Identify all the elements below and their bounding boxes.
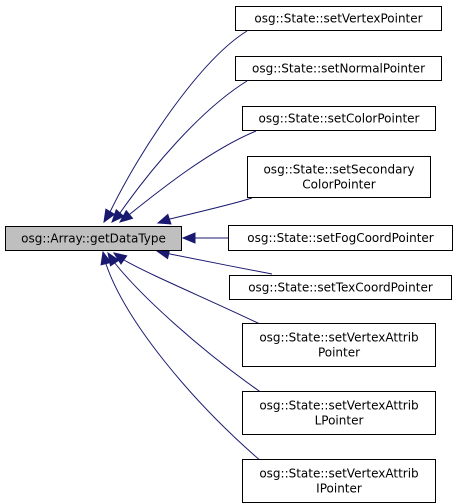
arrowhead — [156, 213, 172, 225]
edges-layer — [100, 30, 273, 463]
node-label: osg::State::setTexCoordPointer — [248, 281, 433, 295]
node-box — [235, 6, 442, 31]
edge-setSecondaryColorPointer-to-getDataType — [156, 197, 253, 225]
node-label: osg::State::setVertexAttrib — [259, 467, 418, 481]
node-setNormalPointer[interactable]: osg::State::setNormalPointer — [235, 56, 442, 81]
node-box — [242, 459, 436, 503]
node-setVertexPointer[interactable]: osg::State::setVertexPointer — [235, 6, 442, 31]
node-box — [235, 56, 442, 81]
edge-setVertexAttribIPointer-to-getDataType — [100, 250, 263, 463]
arrowhead — [100, 250, 112, 266]
nodes-layer: osg::Array::getDataTypeosg::State::setVe… — [5, 6, 453, 503]
node-label: osg::State::setNormalPointer — [252, 62, 425, 76]
node-box — [242, 323, 436, 367]
node-box — [229, 275, 452, 300]
edge-setVertexAttribPointer-to-getDataType — [112, 252, 263, 326]
node-label: Pointer — [318, 346, 360, 360]
node-label: osg::State::setSecondary — [263, 163, 414, 177]
node-box — [228, 225, 453, 251]
node-label: osg::State::setVertexPointer — [254, 12, 422, 26]
arrowhead — [112, 252, 128, 265]
edge-setVertexPointer-to-getDataType — [103, 30, 248, 224]
edge-setTexCoordPointer-to-getDataType — [155, 248, 273, 275]
node-setFogCoordPointer[interactable]: osg::State::setFogCoordPointer — [228, 225, 453, 251]
node-setColorPointer[interactable]: osg::State::setColorPointer — [242, 106, 436, 131]
node-label: LPointer — [315, 414, 364, 428]
node-label: osg::State::setVertexAttrib — [259, 331, 418, 345]
node-box — [247, 156, 431, 198]
node-label: osg::State::setColorPointer — [259, 112, 420, 126]
node-label: ColorPointer — [302, 178, 376, 192]
node-label: osg::State::setVertexAttrib — [259, 399, 418, 413]
node-setTexCoordPointer[interactable]: osg::State::setTexCoordPointer — [229, 275, 452, 300]
arrowhead — [111, 208, 125, 223]
edge-setNormalPointer-to-getDataType — [111, 80, 248, 223]
node-label: osg::State::setFogCoordPointer — [247, 231, 434, 245]
arrowhead — [118, 209, 134, 223]
arrowhead — [103, 208, 116, 224]
node-box — [242, 391, 436, 435]
node-label: osg::Array::getDataType — [21, 232, 166, 246]
edge-setColorPointer-to-getDataType — [118, 130, 257, 223]
node-box — [242, 106, 436, 131]
node-label: IPointer — [316, 482, 362, 496]
arrowhead — [181, 232, 196, 244]
edge-setVertexAttribLPointer-to-getDataType — [107, 251, 263, 394]
node-getDataType[interactable]: osg::Array::getDataType — [5, 226, 182, 251]
edge-setFogCoordPointer-to-getDataType — [181, 232, 228, 244]
node-box — [5, 226, 182, 251]
